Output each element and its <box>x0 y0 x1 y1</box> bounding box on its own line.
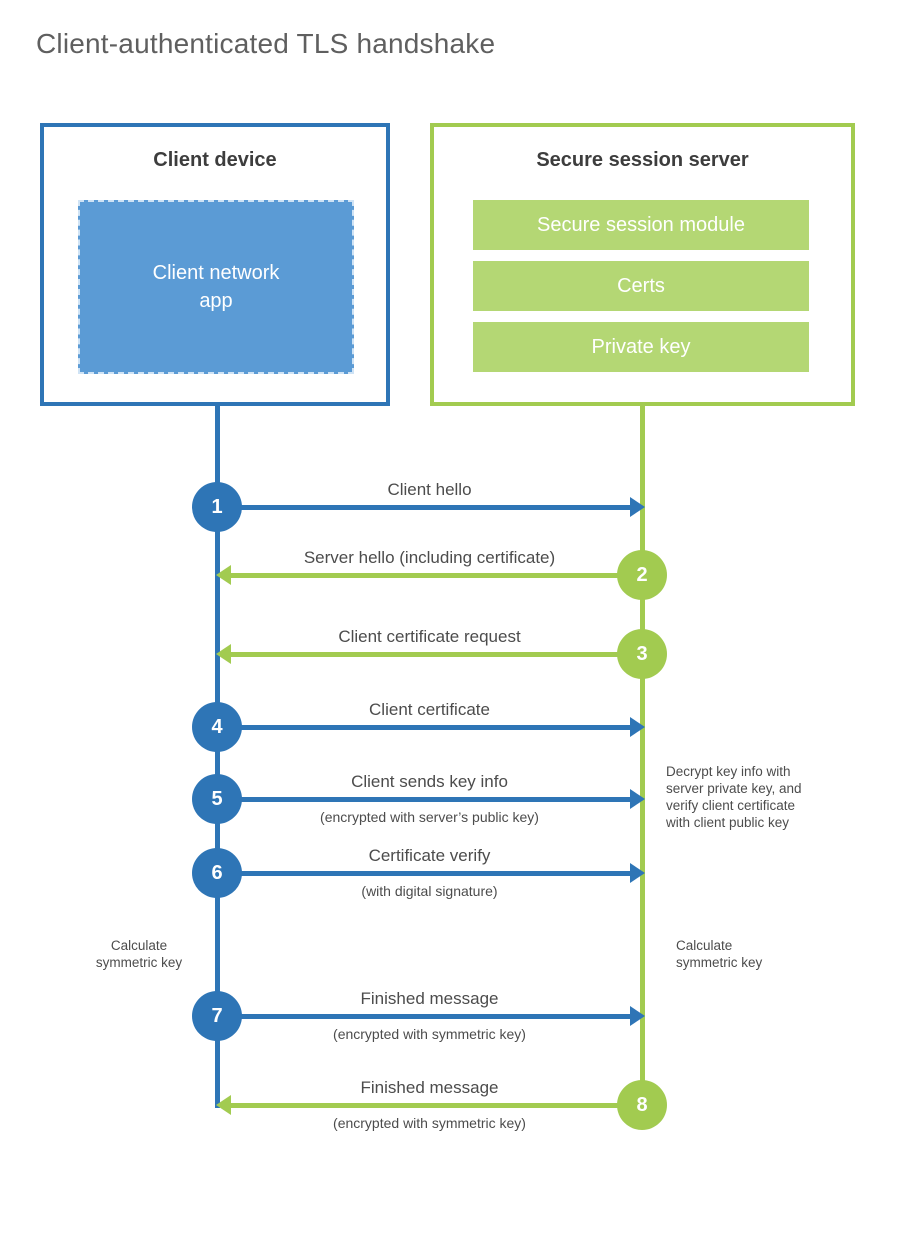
step-8-sublabel: (encrypted with symmetric key) <box>333 1115 526 1131</box>
decrypt-key-note: Decrypt key info with server private key… <box>666 764 802 830</box>
step-7-sublabel: (encrypted with symmetric key) <box>333 1026 526 1042</box>
step-8-arrow <box>231 1103 642 1108</box>
client-device-box: Client device Client network app <box>40 123 390 406</box>
calc-symmetric-key-server: Calculate symmetric key <box>676 938 763 970</box>
step-4-arrow <box>220 725 631 730</box>
step-1-arrow <box>220 505 631 510</box>
server-lifeline <box>640 405 645 1113</box>
server-module-bar-private-key: Private key <box>473 322 809 372</box>
step-6-arrowhead-icon <box>630 863 645 883</box>
step-3-badge: 3 <box>617 629 667 679</box>
client-lifeline <box>215 405 220 1108</box>
step-4-arrowhead-icon <box>630 717 645 737</box>
step-7-arrow <box>220 1014 631 1019</box>
step-1-label: Client hello <box>387 480 472 499</box>
step-7-arrowhead-icon <box>630 1006 645 1026</box>
step-2-arrowhead-icon <box>216 565 231 585</box>
step-2-badge: 2 <box>617 550 667 600</box>
secure-session-server-title: Secure session server <box>536 149 749 171</box>
step-3-label: Client certificate request <box>338 627 521 646</box>
server-module-bar-certs: Certs <box>473 261 809 311</box>
secure-session-server-box: Secure session server Secure session mod… <box>430 123 855 406</box>
step-6-label: Certificate verify <box>368 846 491 865</box>
step-5-label: Client sends key info <box>351 772 508 791</box>
step-8-badge: 8 <box>617 1080 667 1130</box>
step-1-arrowhead-icon <box>630 497 645 517</box>
step-7-label: Finished message <box>360 989 499 1008</box>
step-2-arrow <box>231 573 642 578</box>
step-4-badge: 4 <box>192 702 242 752</box>
step-5-arrowhead-icon <box>630 789 645 809</box>
step-3-arrow <box>231 652 642 657</box>
server-module-bar-secure-session-module: Secure session module <box>473 200 809 250</box>
page-title: Client-authenticated TLS handshake <box>36 28 496 59</box>
step-2-label: Server hello (including certificate) <box>303 548 556 567</box>
client-network-app-box: Client network app <box>78 200 354 374</box>
step-8-label: Finished message <box>360 1078 499 1097</box>
step-1-badge: 1 <box>192 482 242 532</box>
step-6-badge: 6 <box>192 848 242 898</box>
step-5-sublabel: (encrypted with server’s public key) <box>320 809 539 825</box>
step-6-sublabel: (with digital signature) <box>361 883 498 899</box>
client-device-title: Client device <box>153 149 277 171</box>
step-4-label: Client certificate <box>369 700 490 719</box>
step-6-arrow <box>220 871 631 876</box>
calc-symmetric-key-client: Calculate symmetric key <box>95 938 183 970</box>
step-8-arrowhead-icon <box>216 1095 231 1115</box>
step-3-arrowhead-icon <box>216 644 231 664</box>
step-7-badge: 7 <box>192 991 242 1041</box>
step-5-arrow <box>220 797 631 802</box>
step-5-badge: 5 <box>192 774 242 824</box>
